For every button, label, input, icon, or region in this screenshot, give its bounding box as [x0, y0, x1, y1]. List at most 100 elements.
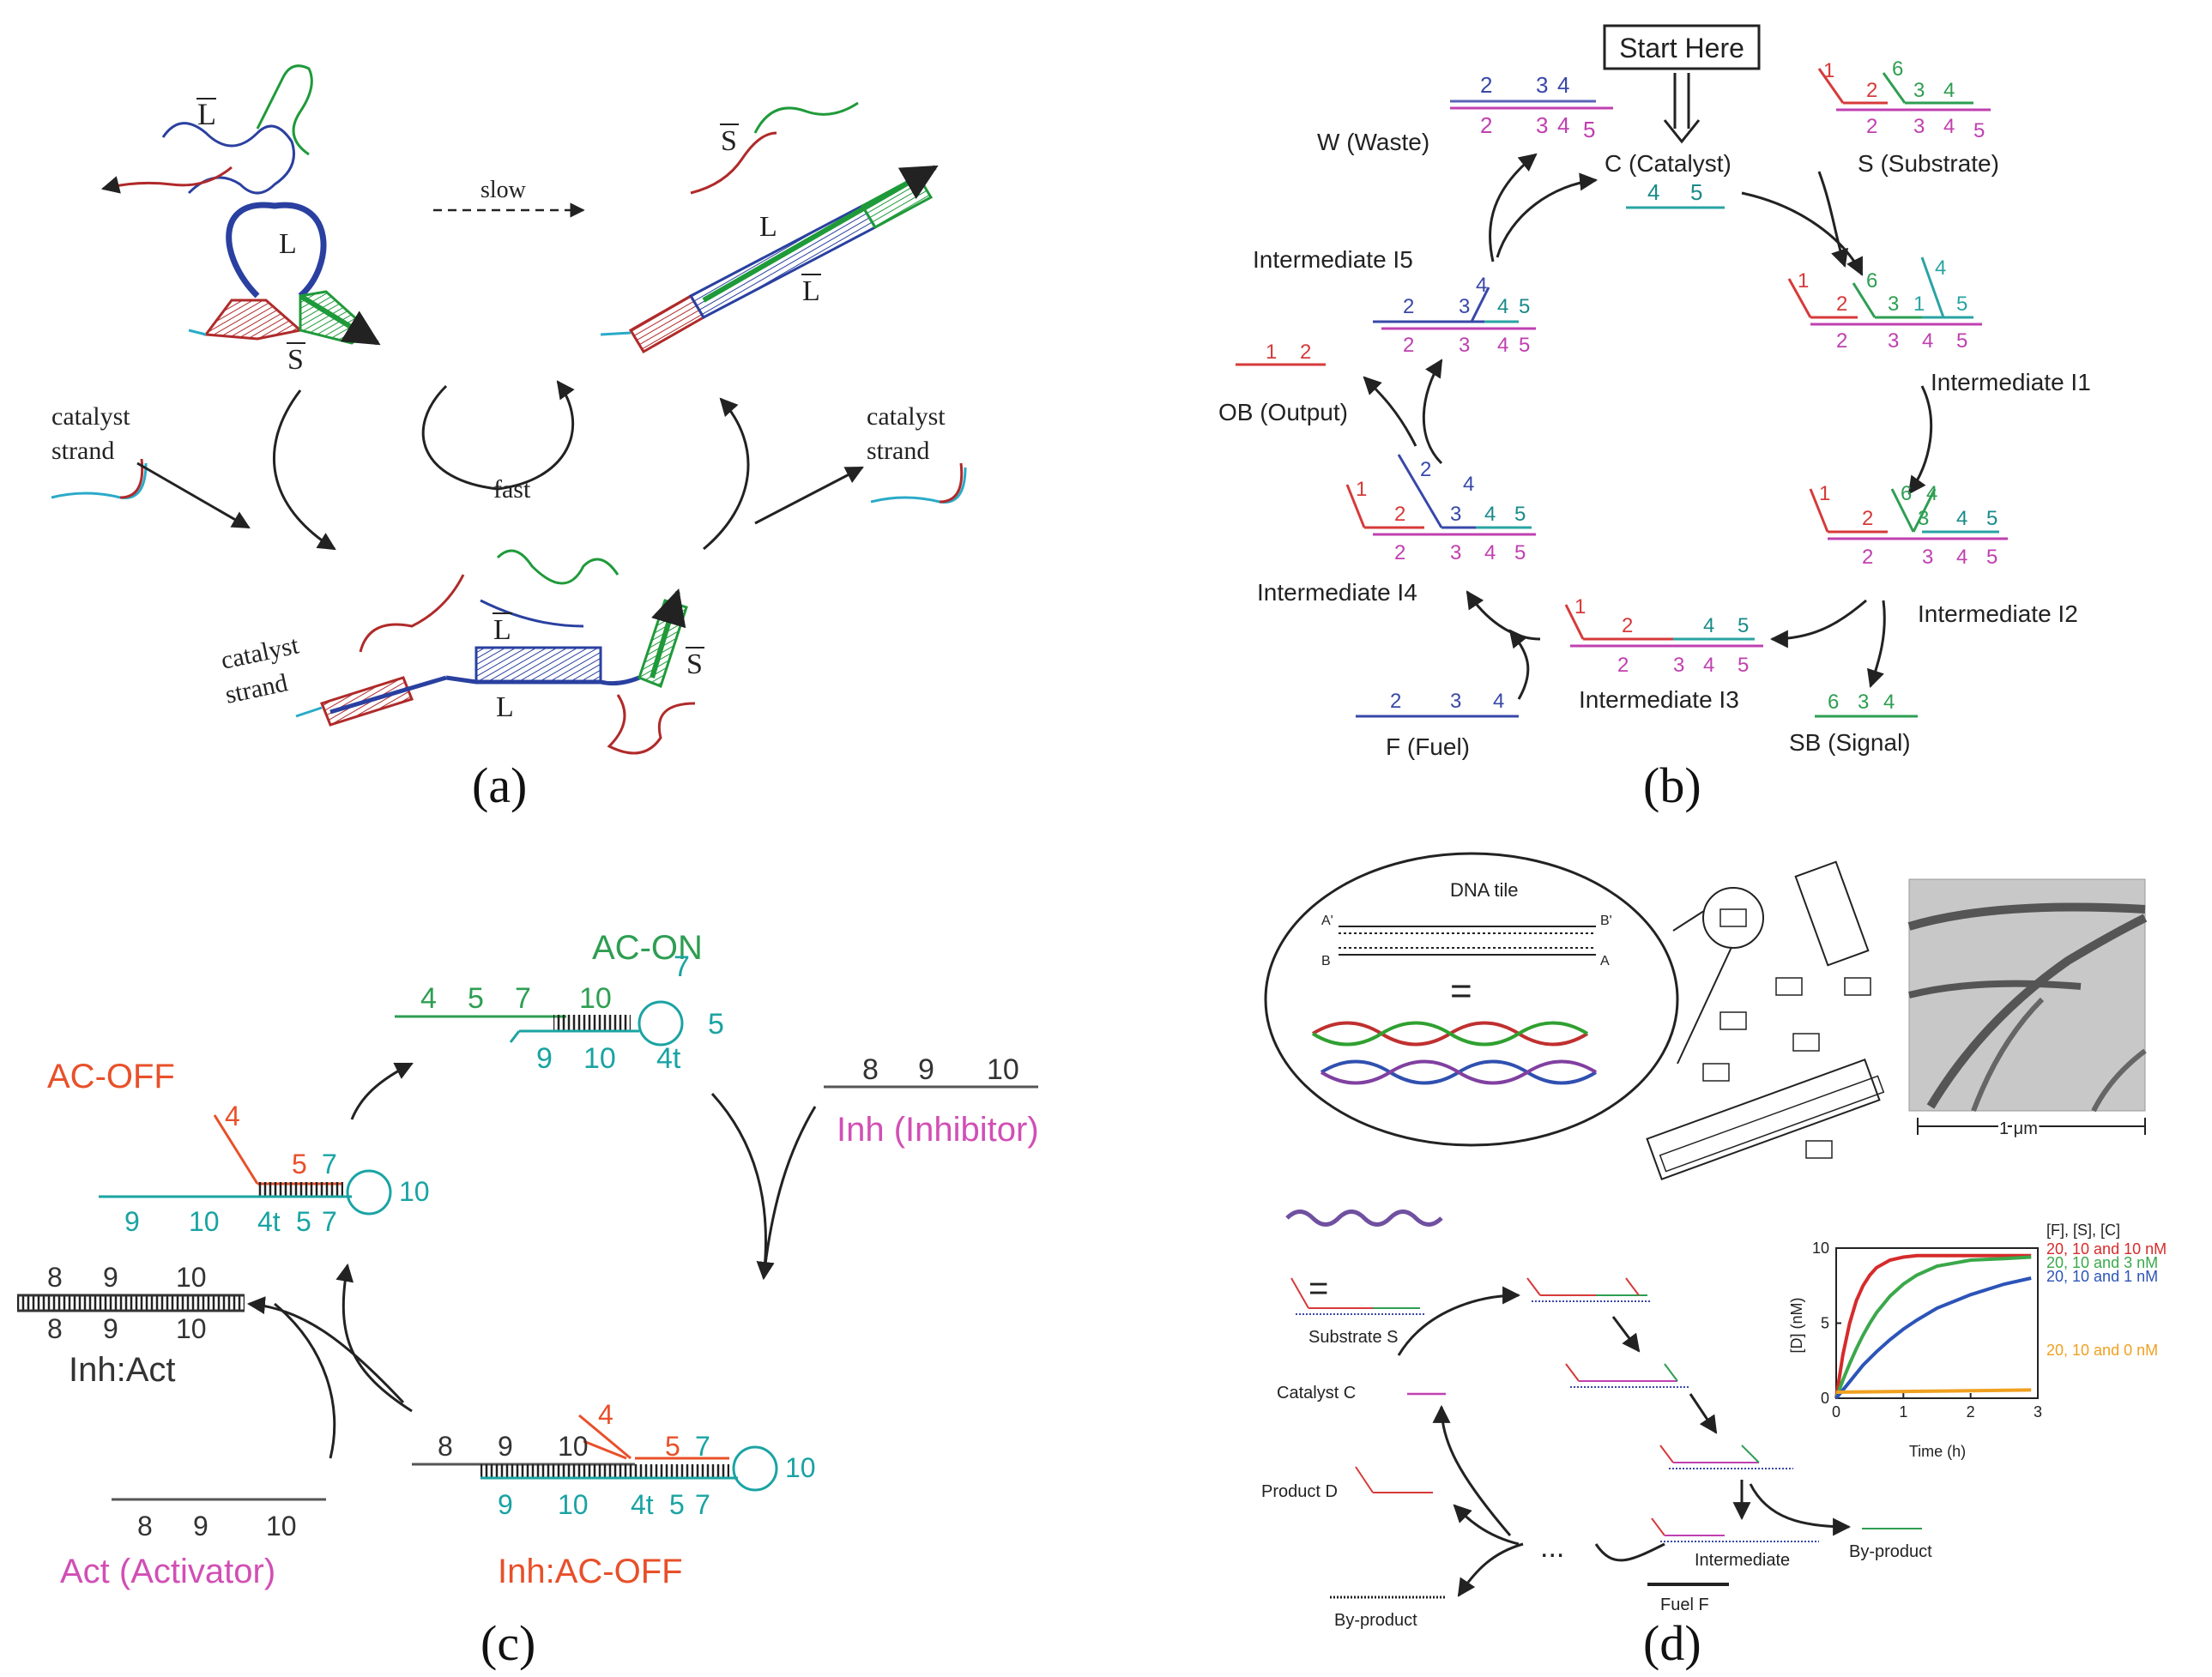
- svg-text:3: 3: [1459, 295, 1470, 318]
- chart-series-line: [1834, 1255, 2032, 1399]
- svg-text:3: 3: [1673, 654, 1684, 677]
- arrow-catalyst-out: [754, 466, 864, 525]
- svg-text:9: 9: [193, 1511, 209, 1541]
- label-byproduct-left: By-product: [1334, 1611, 1417, 1630]
- catalyst-strand-right: [870, 467, 967, 504]
- label-s-bar-left: S: [287, 344, 304, 376]
- chart-legend-entry: 20, 10 and 3 nM: [2046, 1254, 2158, 1271]
- chart-legend-entry: 20, 10 and 10 nM: [2046, 1240, 2167, 1258]
- svg-text:4t: 4t: [656, 1042, 681, 1075]
- label-activator: Act (Activator): [60, 1553, 275, 1590]
- svg-text:4: 4: [1647, 179, 1659, 205]
- svg-text:5: 5: [1986, 546, 1997, 569]
- start-here-label: Start Here: [1619, 33, 1744, 63]
- chart-legend-title: [F], [S], [C]: [2046, 1222, 2120, 1239]
- chart-ytick-label: 10: [1812, 1240, 1829, 1257]
- label-duplex-l: L: [759, 211, 777, 243]
- svg-text:4: 4: [1703, 654, 1714, 677]
- svg-text:4: 4: [1557, 112, 1569, 138]
- bottom-green-strand: [496, 549, 619, 585]
- svg-text:4t: 4t: [257, 1206, 281, 1237]
- svg-text:2: 2: [1403, 334, 1414, 357]
- species-substrate: 1 2 6 3 4 2 3 4 5 S (Substrate): [1817, 57, 1999, 177]
- svg-text:2: 2: [1300, 341, 1311, 364]
- svg-text:10: 10: [399, 1176, 430, 1207]
- svg-text:3: 3: [1450, 503, 1461, 526]
- svg-text:4: 4: [1956, 507, 1967, 530]
- svg-text:6: 6: [1828, 691, 1839, 714]
- svg-text:4: 4: [1943, 115, 1955, 138]
- chart-xlabel: Time (h): [1909, 1443, 1966, 1460]
- svg-text:3: 3: [1913, 79, 1925, 102]
- svg-text:10: 10: [579, 982, 612, 1015]
- svg-text:=: =: [1308, 1270, 1328, 1307]
- label-catalyst-bottom-1: catalyst: [219, 630, 302, 674]
- species-i2: 1 2 6 4 3 4 5 2 3 4 5 Intermediate I2: [1809, 482, 2078, 627]
- species-waste: 2 3 4 2 3 4 5 W (Waste): [1317, 72, 1613, 155]
- svg-text:5: 5: [1738, 614, 1749, 637]
- svg-text:3: 3: [1858, 691, 1869, 714]
- svg-text:2: 2: [1622, 614, 1633, 637]
- label-fuel-f: Fuel F: [1660, 1596, 1709, 1614]
- chart-series-line: [1835, 1388, 2032, 1394]
- svg-text:9: 9: [498, 1431, 513, 1462]
- svg-text:4: 4: [1935, 256, 1946, 280]
- svg-text:8: 8: [438, 1431, 453, 1462]
- panel-b: Start Here 2 3 4 2 3 4 5 W (Waste) C (Ca…: [1218, 24, 2091, 813]
- svg-text:6: 6: [1892, 57, 1903, 81]
- chart-frame: [1835, 1247, 2039, 1399]
- species-i5: 2 3 4 4 5 2 3 4 5 Intermediate I5: [1253, 246, 1536, 357]
- svg-text:5: 5: [1986, 507, 1997, 530]
- svg-text:8: 8: [47, 1313, 63, 1344]
- label-substrate-s: Substrate S: [1308, 1328, 1399, 1347]
- duplex-blue: [688, 204, 878, 319]
- svg-text:7: 7: [322, 1206, 337, 1237]
- label-catalyst-left-1: catalyst: [51, 402, 130, 431]
- label-catalyst-c: Catalyst C: [1277, 1384, 1356, 1403]
- panel-c: AC-ON 4 5 7 10 7 5 9 10 4t 8 9 10 Inh (I…: [17, 929, 1039, 1671]
- panel-d: DNA tile A' B' B A =: [1261, 852, 2167, 1671]
- label-signal: SB (Signal): [1789, 729, 1911, 756]
- svg-text:3: 3: [1450, 690, 1461, 713]
- label-ellipsis: ...: [1540, 1531, 1564, 1564]
- chart-series-line: [1834, 1276, 2032, 1400]
- label-dna-tile: DNA tile: [1450, 879, 1518, 901]
- svg-text:3: 3: [1536, 112, 1548, 138]
- label-substrate: S (Substrate): [1858, 150, 1999, 177]
- label-fast: fast: [493, 475, 531, 504]
- scalebar-label: 1 μm: [1999, 1119, 2038, 1138]
- svg-text:7: 7: [674, 950, 690, 983]
- strand-green-top: [256, 64, 313, 156]
- svg-text:3: 3: [1459, 334, 1470, 357]
- svg-text:2: 2: [1836, 293, 1847, 316]
- svg-text:4: 4: [1484, 541, 1496, 564]
- svg-text:2: 2: [1862, 546, 1873, 569]
- label-catalyst-left-2: strand: [51, 437, 114, 465]
- svg-text:4: 4: [1956, 546, 1967, 569]
- label-loop-l: L: [279, 228, 297, 260]
- svg-text:10: 10: [785, 1452, 816, 1483]
- svg-text:4: 4: [1493, 690, 1504, 713]
- svg-text:9: 9: [918, 1053, 934, 1086]
- svg-text:4: 4: [1557, 72, 1569, 98]
- svg-text:2: 2: [1394, 541, 1405, 564]
- svg-text:8: 8: [47, 1262, 63, 1293]
- svg-text:10: 10: [176, 1313, 207, 1344]
- svg-text:4: 4: [1926, 482, 1937, 505]
- chart-legend-entry: 20, 10 and 0 nM: [2046, 1342, 2158, 1359]
- label-catalyst-right-1: catalyst: [867, 402, 946, 431]
- arrow-left-curve: [273, 389, 336, 551]
- panel-a: L L S slow S L L fast catalyst str: [51, 64, 967, 813]
- label-waste: W (Waste): [1317, 129, 1429, 155]
- svg-text:4: 4: [1922, 329, 1933, 353]
- svg-text:2: 2: [1866, 115, 1877, 138]
- svg-text:10: 10: [189, 1206, 220, 1237]
- strand-red-s-top: [690, 131, 777, 195]
- svg-text:2: 2: [1394, 503, 1405, 526]
- strand-l-bar-tangle: [161, 122, 295, 195]
- svg-text:A': A': [1321, 914, 1333, 928]
- svg-text:B: B: [1321, 954, 1331, 968]
- svg-text:4: 4: [225, 1101, 240, 1131]
- chart-xtick-label: 3: [2034, 1403, 2042, 1421]
